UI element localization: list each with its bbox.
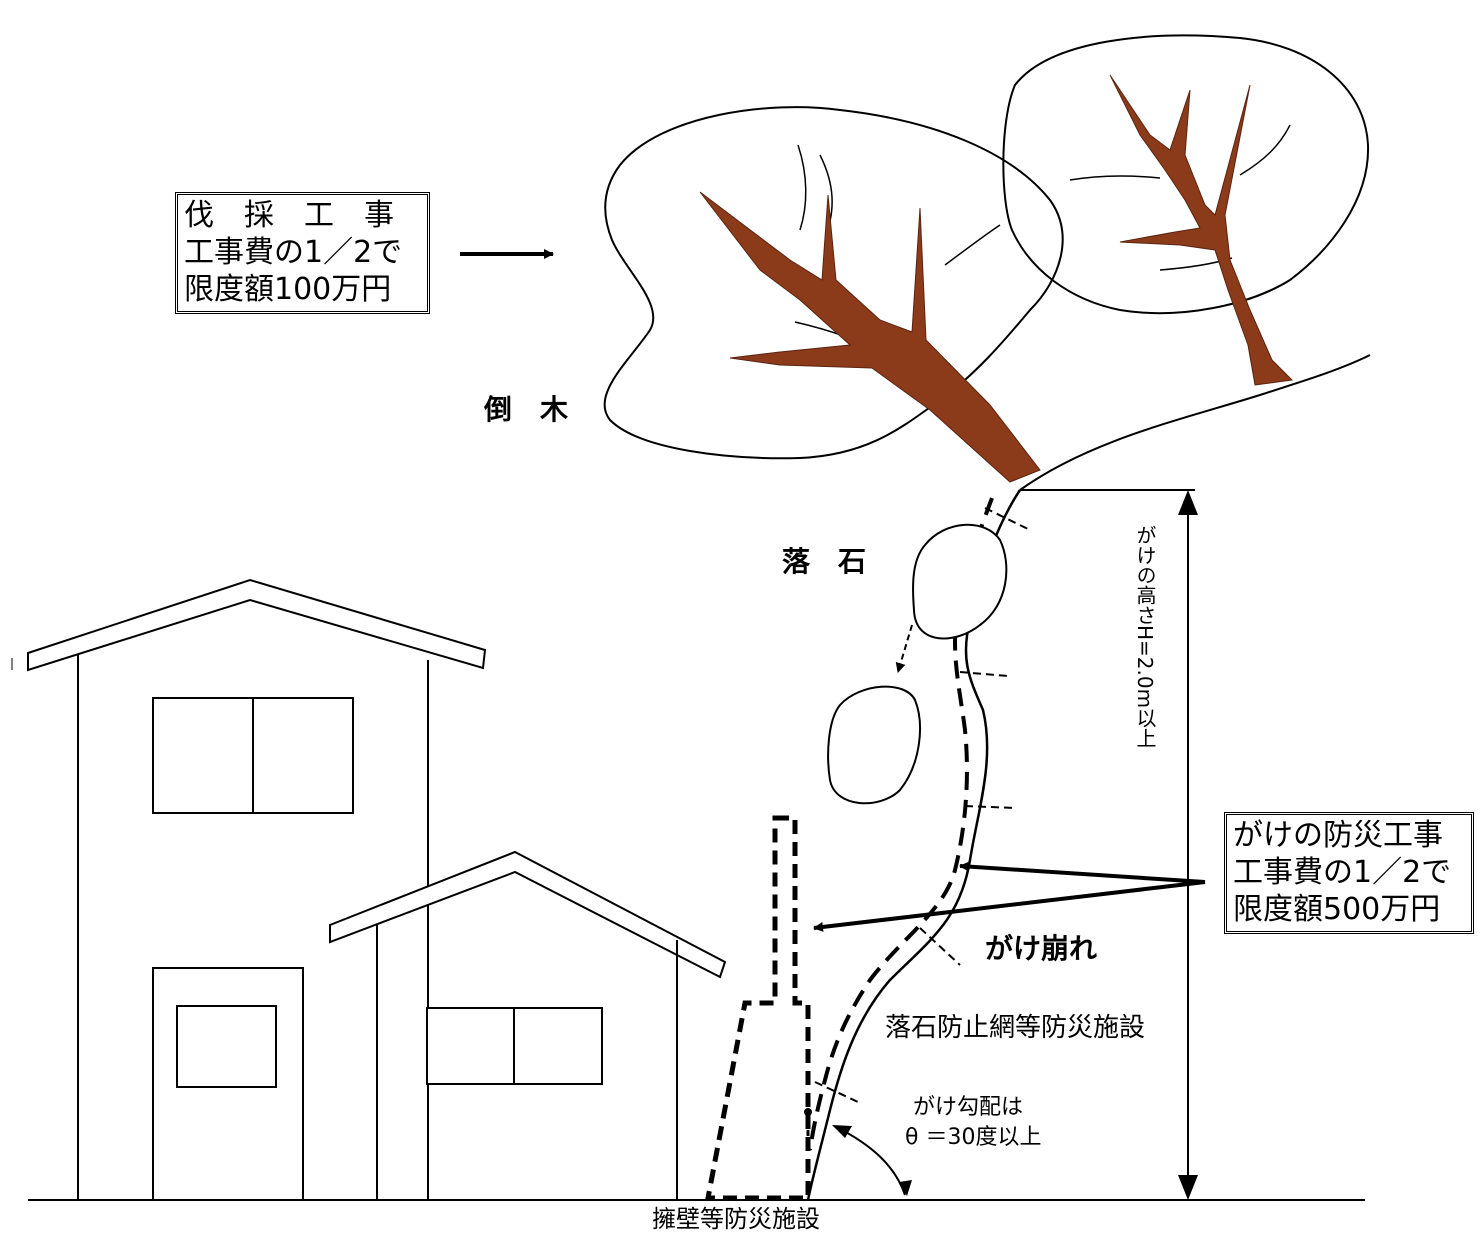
cliff-height-label: がけの高さH=2.0m以上: [1133, 525, 1157, 749]
slope-line2: θ ＝30度以上: [905, 1125, 1042, 1150]
cliff-work-arrow-to-wall: [813, 880, 1206, 932]
height-arrow-top: [1178, 490, 1198, 515]
hilltop-line: [1019, 354, 1371, 491]
felling-box-line1: 伐 採 工 事: [184, 198, 394, 233]
retaining-wall: [704, 815, 811, 1201]
cliff-box-line3: 限度額500万円: [1233, 892, 1441, 927]
lower-rock: [827, 685, 921, 805]
cliff-box-line2: 工事費の1／2で: [1233, 855, 1452, 890]
retaining-wall-label: 擁壁等防災施設: [652, 1205, 820, 1233]
cliff-work-box: がけの防災工事 工事費の1／2で 限度額500万円: [1224, 812, 1474, 934]
rockfall-net-label: 落石防止網等防災施設: [885, 1013, 1146, 1043]
cliff-collapse-label: がけ崩れ: [985, 932, 1098, 965]
large-house: [27, 578, 487, 1201]
slope-arc-head-top: [832, 1125, 852, 1138]
cliff-box-line1: がけの防災工事: [1233, 818, 1443, 853]
upper-rock: [912, 523, 1008, 640]
small-house: [329, 850, 727, 1200]
felling-box-line3: 限度額100万円: [184, 272, 392, 307]
slope-line1: がけ勾配は: [913, 1095, 1024, 1120]
slope-angle-arc: [841, 1129, 906, 1196]
felling-box-line2: 工事費の1／2で: [184, 235, 403, 270]
anchor-ticks: [814, 507, 1031, 1103]
left-tree-trunk: [699, 191, 1041, 483]
right-tree-trunk: [1109, 74, 1294, 386]
falling-rock-label: 落 石: [782, 545, 867, 578]
rock-fall-arrow: [895, 624, 913, 673]
fallen-tree-label: 倒 木: [484, 393, 569, 426]
cliff-work-arrow-to-net: [959, 861, 1206, 884]
anchor-dot: [804, 1108, 812, 1116]
right-tree-crown: [1002, 34, 1370, 315]
height-arrow-bottom: [1178, 1175, 1198, 1200]
felling-work-box: 伐 採 工 事 工事費の1／2で 限度額100万円: [175, 192, 430, 314]
slope-arc-head-bottom: [899, 1180, 912, 1196]
